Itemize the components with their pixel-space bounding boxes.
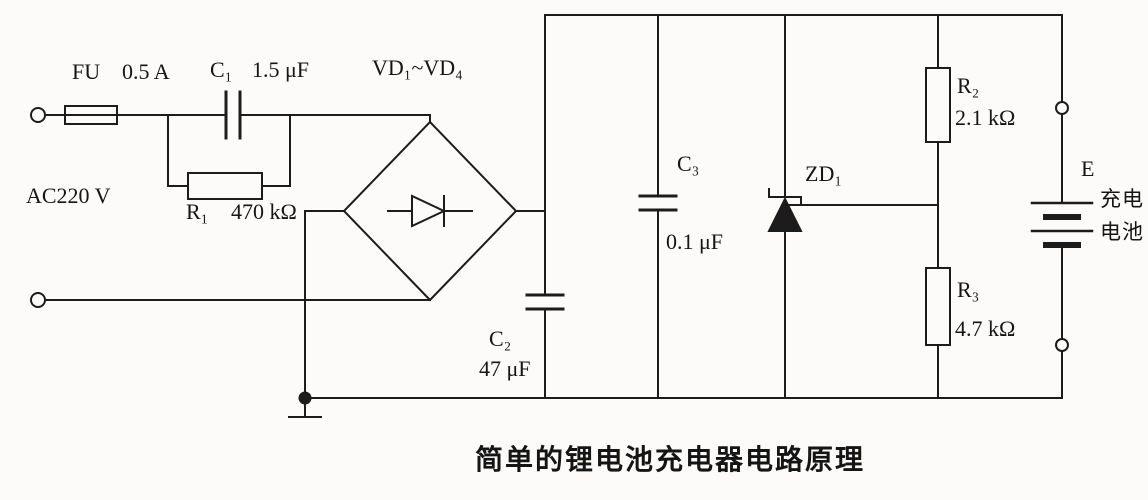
ac-terminal-top	[30, 107, 46, 123]
battery-symbol	[1030, 201, 1094, 248]
zd1-symbol	[767, 188, 803, 232]
bridge-diode-triangle	[411, 194, 447, 228]
bridge-rectifier-symbol	[342, 120, 518, 302]
c1-value: 1.5 μF	[252, 57, 310, 82]
c2-value: 47 μF	[479, 356, 531, 381]
wire-parallel-left	[167, 114, 189, 187]
wire-bridge-neg	[304, 210, 345, 399]
wire-parallel-right	[261, 114, 291, 187]
battery-terminal-top	[1055, 101, 1069, 115]
fuse-label: FU	[72, 59, 101, 84]
r2-label: R₂	[957, 73, 980, 98]
r3-symbol	[925, 267, 951, 346]
battery-terminal-bottom	[1055, 338, 1069, 352]
c3-value: 0.1 μF	[666, 229, 724, 254]
ac-terminal-bottom	[30, 292, 46, 308]
wire-ac-top-right	[239, 114, 431, 123]
c2-symbol	[525, 293, 565, 311]
wires	[44, 14, 1063, 399]
battery-name: 充电电池	[1100, 187, 1144, 244]
c3-symbol	[638, 194, 678, 212]
bridge-label: VD₁~VD₄	[372, 55, 463, 80]
zd1-label: ZD₁	[805, 161, 842, 186]
r1-value: 470 kΩ	[231, 199, 297, 224]
fuse-symbol	[64, 105, 118, 125]
c3-label: C₃	[677, 151, 700, 176]
r2-symbol	[925, 67, 951, 143]
c1-symbol	[224, 90, 242, 140]
fuse-value: 0.5 A	[122, 59, 170, 84]
r2-value: 2.1 kΩ	[955, 105, 1016, 130]
c1-label: C₁	[210, 57, 233, 82]
battery-label: E	[1081, 156, 1095, 181]
diagram-title: 简单的锂电池充电器电路原理	[474, 444, 865, 475]
r1-symbol	[187, 172, 263, 200]
zd1-triangle	[767, 196, 803, 232]
ground-symbol	[288, 391, 322, 418]
r3-value: 4.7 kΩ	[955, 316, 1016, 341]
ac-source-label: AC220 V	[26, 183, 111, 208]
r1-label: R₁	[186, 199, 209, 224]
r3-label: R₃	[957, 277, 980, 302]
c2-label: C₂	[489, 326, 512, 351]
